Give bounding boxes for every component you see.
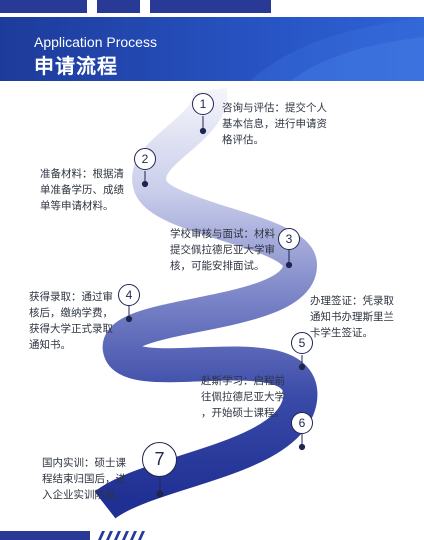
step-2-number: 2: [134, 148, 156, 170]
header-banner: Application Process 申请流程: [0, 17, 424, 81]
marker-dot-4: [125, 315, 133, 323]
page-title-english: Application Process: [34, 34, 157, 50]
step-2-description: 准备材料：根据清 单准备学历、成绩 单等申请材料。: [40, 168, 124, 212]
step-4-description: 获得录取：通过审 核后，缴纳学费， 获得大学正式录取 通知书。: [29, 291, 113, 351]
step-6-number: 6: [291, 412, 313, 434]
top-stripe-1: [0, 0, 87, 13]
marker-dot-1: [199, 127, 207, 135]
top-stripe-2: [97, 0, 140, 13]
marker-dot-5: [298, 363, 306, 371]
step-1-description: 咨询与评估：提交个人 基本信息，进行申请资 格评估。: [222, 102, 327, 146]
road-path: [94, 87, 318, 520]
step-3-number: 3: [278, 228, 300, 250]
marker-dot-7: [156, 490, 164, 498]
bottom-slash-decoration: [98, 531, 145, 540]
page-title: 申请流程: [34, 54, 118, 78]
bottom-bar: [0, 531, 90, 540]
step-7-number: 7: [142, 442, 177, 477]
header-wave-decoration: [250, 17, 424, 81]
step-5-number: 5: [291, 332, 313, 354]
step-1-number: 1: [192, 93, 214, 115]
marker-dot-3: [285, 261, 293, 269]
step-4-number: 4: [118, 284, 140, 306]
step-3-description: 学校审核与面试：材料 提交佩拉德尼亚大学审 核，可能安排面试。: [170, 228, 275, 272]
top-stripe-3: [150, 0, 271, 13]
marker-dot-2: [141, 180, 149, 188]
step-6-description: 赴斯学习：启程前 往佩拉德尼亚大学 ，开始硕士课程。: [201, 375, 285, 419]
marker-dot-6: [298, 443, 306, 451]
step-7-description: 国内实训：硕士课 程结束归国后，进 入企业实训阶段。: [42, 457, 126, 501]
step-5-description: 办理签证：凭录取 通知书办理斯里兰 卡学生签证。: [310, 295, 394, 339]
